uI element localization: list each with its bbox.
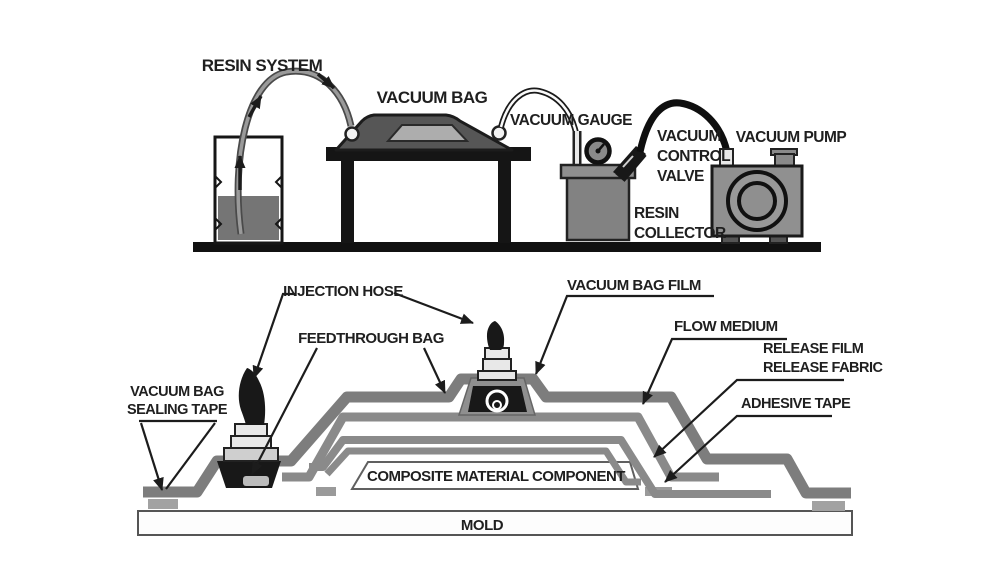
composite-material-component [350, 461, 640, 490]
leader-adhesive-tape [664, 414, 832, 483]
flow-medium-layer [282, 412, 719, 482]
release-fabric-label: RELEASE FABRIC [763, 360, 884, 376]
resin-collector-label-line2: COLLECTOR [634, 225, 726, 242]
resin-level [218, 196, 279, 240]
infusion-table [326, 147, 531, 243]
injection-port-dot [492, 400, 502, 410]
port-collar [482, 358, 512, 372]
leader-injection-hose-right [393, 291, 474, 325]
mold [137, 510, 853, 536]
flow-arrow-hose-down [316, 72, 336, 90]
leader-feedthrough-left [251, 347, 318, 475]
bag-outlet-fitting [491, 125, 507, 141]
vacuum-bag-sealing-tape-label-line2: SEALING TAPE [127, 402, 228, 418]
leader-injection-hose-left [252, 292, 296, 379]
vacuum-control-valve-label: VACUUM CONTROL VALVE [657, 128, 731, 185]
sealing-tape-left [148, 499, 178, 509]
mold-label: MOLD [461, 517, 504, 534]
flow-arrow-hose-up [247, 95, 263, 118]
release-film-label: RELEASE FILM [763, 341, 864, 357]
vacuum-bag-sealing-tape-label-line1: VACUUM BAG [130, 384, 224, 400]
left-port-flange [223, 447, 279, 462]
port-flange [477, 370, 517, 381]
vacuum-bag-film-label: VACUUM BAG FILM [567, 277, 701, 294]
resin-drum [213, 135, 284, 245]
vacuum-control-valve-label-line1: VACUUM [657, 128, 721, 145]
ground-line [193, 242, 821, 252]
release-film-layer [309, 436, 771, 498]
release-fabric-layer [324, 447, 641, 486]
table-leg-left [341, 158, 354, 243]
injection-hose-left [238, 368, 266, 425]
leader-sealing-tape-arrow [139, 422, 164, 491]
left-port-neck [234, 423, 268, 437]
resin-system-label: RESIN SYSTEM [202, 56, 323, 75]
leader-vacuum-bag-film [534, 294, 714, 375]
left-port-collar [230, 435, 272, 449]
injection-hose-label: INJECTION HOSE [283, 283, 403, 300]
vacuum-control-valve [613, 146, 647, 182]
leader-lines [139, 291, 844, 491]
resin-collector [559, 131, 637, 242]
gauge-hub [595, 148, 601, 154]
drum-rib-notches [214, 175, 283, 231]
vacuum-line-to-pump [636, 99, 731, 153]
feedthrough-bag-label: FEEDTHROUGH BAG [298, 330, 444, 347]
sealing-tape-right [812, 501, 845, 511]
flow-medium-label: FLOW MEDIUM [674, 318, 778, 335]
injection-hose-center [486, 321, 505, 350]
leader-flow-medium [641, 337, 787, 405]
resin-collector-label-line1: RESIN [634, 205, 679, 222]
vacuum-control-valve-label-line3: VALVE [657, 168, 704, 185]
center-injection-port [457, 321, 537, 416]
leader-sealing-tape-v [165, 422, 216, 490]
vacuum-line-to-collector-core [499, 89, 578, 134]
vacuum-bag-label: VACUUM BAG [377, 88, 488, 107]
resin-collector-label: RESIN COLLECTOR [634, 205, 726, 242]
leader-release-layers [653, 378, 844, 458]
collector-body [565, 175, 631, 242]
vacuum-bag-sealing-tape-label: VACUUM BAG SEALING TAPE [127, 384, 228, 418]
composite-material-component-label: COMPOSITE MATERIAL COMPONENT [367, 468, 625, 485]
vacuum-control-valve-label-line2: CONTROL [657, 148, 730, 165]
leader-feedthrough-right [423, 347, 446, 394]
adhesive-tape-left [316, 487, 336, 496]
table-leg-right [498, 158, 511, 243]
bag-inlet-fitting [344, 126, 360, 142]
left-port-resin-pool [243, 476, 269, 486]
vacuum-pump-label: VACUUM PUMP [736, 129, 847, 146]
left-port [217, 368, 281, 488]
vacuum-gauge-label: VACUUM GAUGE [510, 112, 632, 129]
laminate-under-bag [385, 124, 470, 142]
adhesive-tape-label: ADHESIVE TAPE [741, 396, 851, 412]
pump-fan-inner [737, 181, 777, 221]
vacuum-pump [710, 148, 804, 244]
